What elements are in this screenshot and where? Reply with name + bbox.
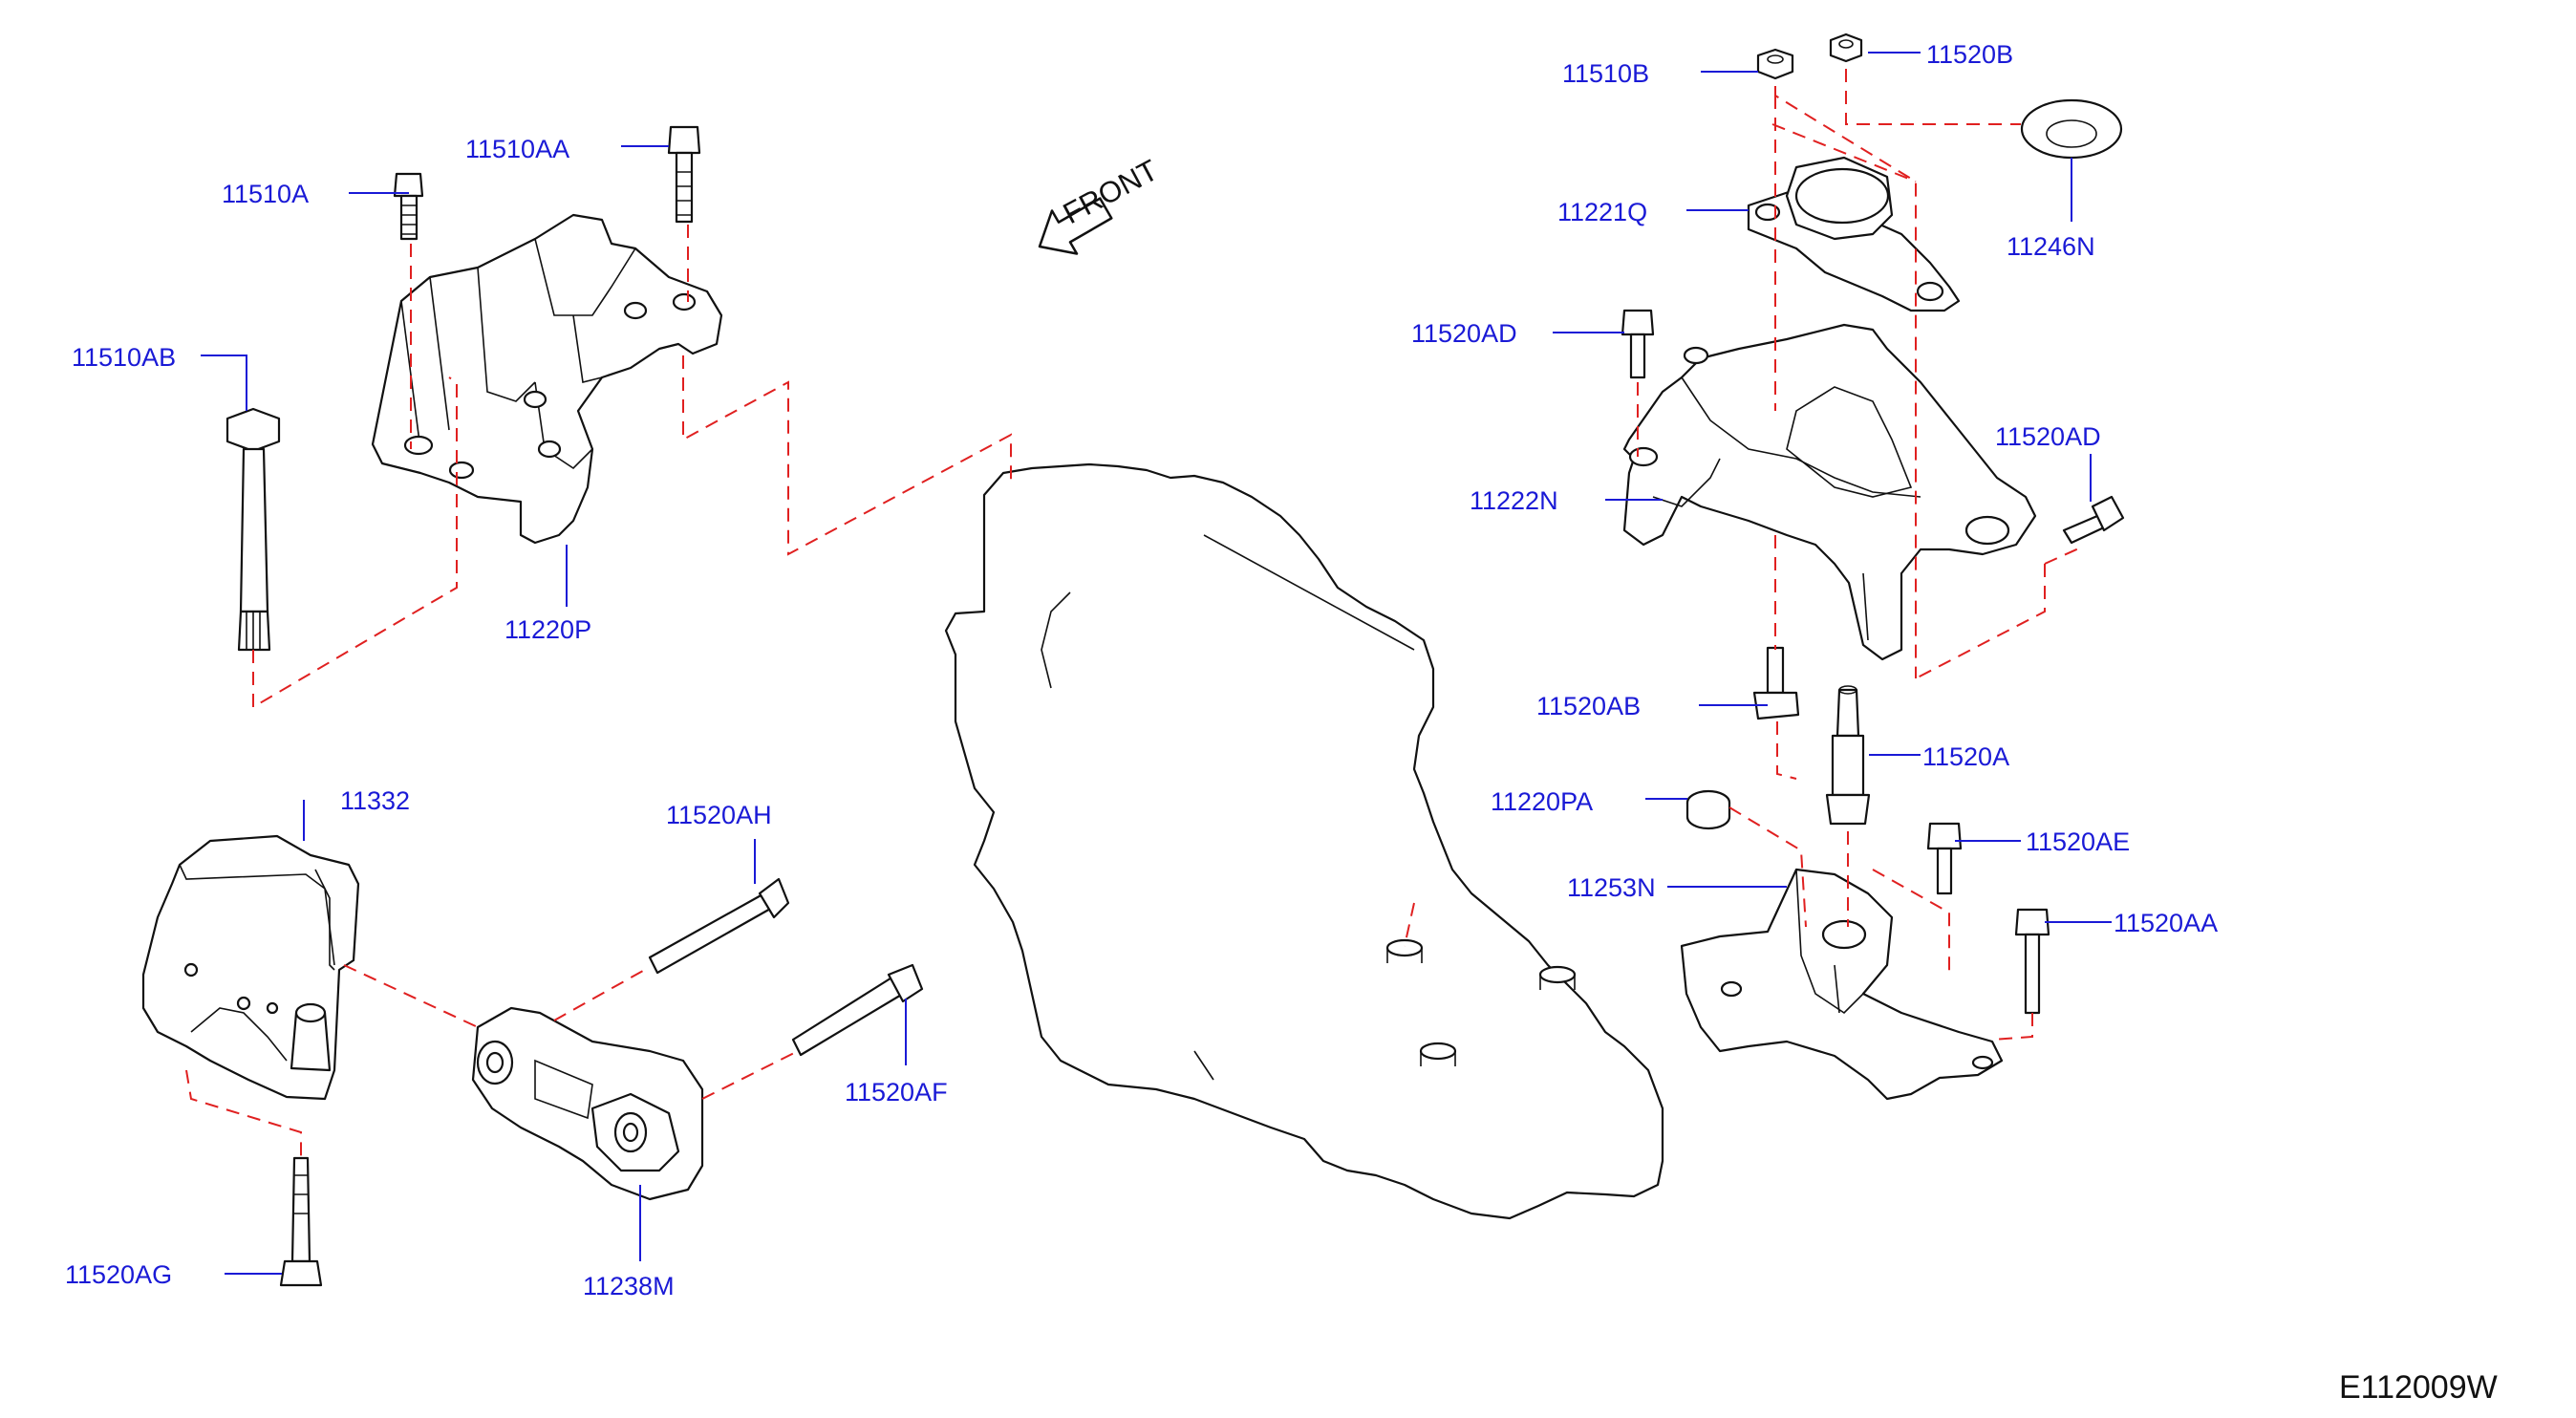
- engine-block-outline: [944, 462, 1664, 1220]
- bolt-11510aa: [667, 125, 701, 224]
- label-11220p: 11220P: [504, 615, 591, 644]
- hidden-lines-right: [1404, 69, 2084, 1041]
- nut-11520b: [1829, 32, 1863, 63]
- washer-11220pa: [1685, 789, 1731, 830]
- diagram-code: E112009W: [2339, 1369, 2498, 1406]
- front-direction-arrow-icon: [1038, 197, 1113, 255]
- label-11220pa: 11220PA: [1491, 787, 1593, 816]
- bolt-11510a: [393, 172, 424, 241]
- insulator-11221q: [1747, 156, 1961, 312]
- bracket-11222n: [1622, 323, 2037, 661]
- cap-11246n: [2020, 98, 2123, 160]
- label-11253n: 11253N: [1567, 873, 1656, 902]
- label-11520af: 11520AF: [845, 1078, 948, 1106]
- engine-mount-11332: [141, 834, 360, 1101]
- label-11510ab: 11510AB: [72, 343, 176, 372]
- bolt-11520ad-right: [2062, 495, 2125, 545]
- label-11520ab: 11520AB: [1536, 692, 1641, 720]
- label-11221q: 11221Q: [1557, 198, 1647, 226]
- nut-11510b: [1756, 48, 1794, 80]
- label-11520ag: 11520AG: [65, 1260, 172, 1289]
- engine-mount-bracket-11220p: [371, 213, 723, 545]
- label-11222n: 11222N: [1470, 486, 1558, 515]
- torque-rod-11238m: [471, 1006, 704, 1201]
- bolt-11520af: [791, 963, 924, 1057]
- bolt-11520ad-upper: [1621, 309, 1655, 379]
- label-11510a: 11510A: [222, 180, 309, 208]
- label-11520aa: 11520AA: [2114, 909, 2218, 937]
- label-11520ad-upper: 11520AD: [1411, 319, 1517, 348]
- stud-11520a: [1825, 685, 1871, 826]
- bolt-11520ah: [648, 877, 790, 975]
- leader-lines: [201, 52, 2112, 1275]
- label-11520ah: 11520AH: [666, 801, 772, 829]
- bolt-11520ag: [279, 1156, 323, 1287]
- hidden-lines-left-upper: [252, 225, 1012, 709]
- label-11510b: 11510B: [1562, 59, 1649, 88]
- label-11520ad-right: 11520AD: [1995, 422, 2101, 451]
- label-11238m: 11238M: [583, 1272, 675, 1300]
- label-11520ae: 11520AE: [2026, 827, 2130, 856]
- label-11246n: 11246N: [2007, 232, 2095, 261]
- bracket-11253n: [1680, 868, 2004, 1101]
- bolt-11520ae: [1926, 822, 1963, 895]
- label-11520b: 11520B: [1926, 40, 2013, 69]
- label-11510aa: 11510AA: [465, 135, 569, 163]
- bolt-11520aa: [2014, 908, 2050, 1015]
- bolt-11510ab: [225, 407, 281, 652]
- hidden-lines-left-lower: [185, 964, 799, 1158]
- label-11520a: 11520A: [1922, 742, 2009, 771]
- part-labels: 11510A 11510AA 11510AB 11220P 11332 1152…: [65, 40, 2218, 1300]
- bolt-11520ab: [1752, 646, 1800, 720]
- label-11332: 11332: [340, 786, 410, 815]
